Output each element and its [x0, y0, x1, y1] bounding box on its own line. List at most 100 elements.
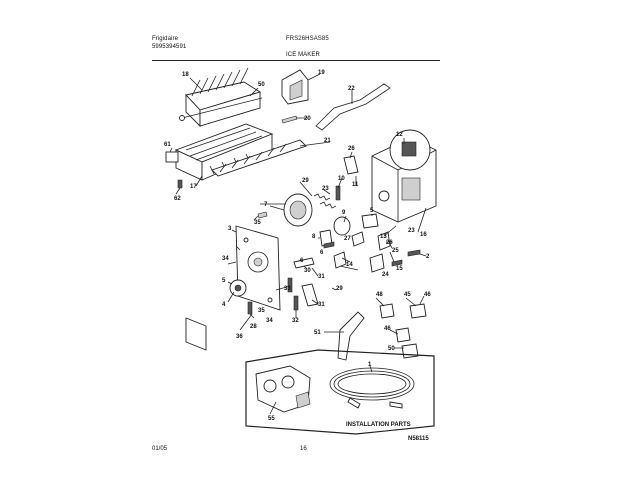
drawing-number: N58115: [408, 436, 429, 442]
part-spring-25: [377, 231, 391, 251]
part-switch-5: [361, 213, 379, 229]
callout-1: 1: [368, 362, 372, 368]
callout-36: 36: [236, 334, 243, 340]
part-screw-32: [293, 295, 299, 311]
callout-31-mid: 31: [318, 274, 325, 280]
part-clip-46: [409, 303, 427, 319]
callout-15: 15: [396, 266, 403, 272]
callout-30: 30: [304, 268, 311, 274]
callout-25: 25: [392, 248, 399, 254]
model-number: FRS26HSAS85: [286, 36, 329, 42]
part-spring-23: [319, 201, 337, 209]
callout-62: 62: [174, 196, 181, 202]
callout-20: 20: [304, 116, 311, 122]
callout-34-low: 34: [266, 318, 273, 324]
callout-22: 22: [348, 86, 355, 92]
part-clip-48: [395, 327, 411, 343]
part-drive-gear: [229, 279, 247, 297]
brand-name: Frigidaire: [152, 36, 179, 42]
part-clip-50: [401, 343, 419, 359]
callout-17: 17: [190, 184, 197, 190]
callout-5-left: 5: [222, 278, 226, 284]
part-thermostat-12: [401, 141, 417, 157]
publication-number: 5995394591: [152, 44, 187, 50]
part-ice-mold: [179, 67, 263, 128]
part-clip-45: [379, 303, 395, 319]
callout-61: 61: [164, 142, 171, 148]
callout-27: 27: [344, 236, 351, 242]
callout-28: 28: [250, 324, 257, 330]
part-gear-9: [333, 216, 351, 236]
part-screw-35: [257, 211, 268, 219]
callout-50: 50: [388, 346, 395, 352]
part-screw-62: [177, 179, 183, 189]
part-bracket-36: [185, 317, 207, 351]
callout-46: 46: [424, 292, 431, 298]
callout-18: 18: [182, 72, 189, 78]
callout-11: 11: [352, 182, 359, 188]
callout-6: 6: [320, 250, 324, 256]
part-cover: [281, 69, 309, 105]
part-switch-24: [369, 253, 385, 273]
callout-33: 33: [284, 286, 291, 292]
part-lever-30: [293, 257, 315, 269]
page-number: 16: [300, 446, 307, 452]
callout-34-left: 34: [222, 256, 229, 262]
callout-7: 7: [264, 202, 268, 208]
callout-3: 3: [228, 226, 232, 232]
callout-26-right: 26: [386, 240, 393, 246]
part-screw-33: [287, 277, 293, 293]
callout-6-left: 6: [300, 258, 304, 264]
part-screw-34: [247, 301, 253, 315]
callout-2: 2: [426, 254, 430, 260]
leader-lines: [169, 73, 427, 415]
part-pin-10: [335, 185, 341, 201]
callout-32: 32: [292, 318, 299, 324]
callout-21: 21: [324, 138, 331, 144]
callout-10: 10: [338, 176, 345, 182]
callout-35-low: 35: [258, 308, 265, 314]
part-pin-6: [323, 241, 335, 249]
callout-4: 4: [222, 302, 226, 308]
callout-35-top: 35: [254, 220, 261, 226]
part-spring-29: [313, 193, 331, 201]
callout-12: 12: [396, 132, 403, 138]
part-water-valve: [255, 365, 311, 413]
part-motor: [269, 193, 313, 227]
installation-parts-box: [245, 349, 435, 435]
callout-16: 16: [420, 232, 427, 238]
callout-55: 55: [268, 416, 275, 422]
callout-8: 8: [312, 234, 316, 240]
section-title: ICE MAKER: [286, 52, 320, 58]
callout-14: 14: [346, 262, 353, 268]
part-bracket-61: [165, 151, 179, 163]
part-water-line-coil: [329, 367, 415, 409]
callout-51: 51: [314, 330, 321, 336]
part-mounting-plate: [235, 225, 281, 311]
part-bracket-27: [351, 231, 365, 247]
callout-26-top: 26: [348, 146, 355, 152]
part-fill-tube: [337, 311, 365, 361]
part-wire-harness: [315, 83, 391, 131]
callout-24: 24: [382, 272, 389, 278]
callout-29: 29: [302, 178, 309, 184]
callout-numbers: 18 19 50 22 20 21 61 17 62 12 26 10 11 2…: [164, 70, 431, 442]
part-clip-15: [333, 251, 347, 269]
callout-48: 48: [376, 292, 383, 298]
callout-45: 45: [404, 292, 411, 298]
callout-31: 31: [318, 302, 325, 308]
footer-date: 01/05: [152, 446, 168, 452]
part-screw-2: [407, 249, 421, 257]
callout-5-right: 5: [370, 208, 374, 214]
callout-46-low: 46: [384, 326, 391, 332]
callout-29-lower: 29: [336, 286, 343, 292]
callout-23-right: 23: [408, 228, 415, 234]
callout-19: 19: [318, 70, 325, 76]
part-screw-14: [391, 259, 403, 267]
part-heater: [211, 139, 307, 177]
callout-9: 9: [342, 210, 346, 216]
callout-23-left: 23: [322, 186, 329, 192]
callout-13: 13: [380, 234, 387, 240]
